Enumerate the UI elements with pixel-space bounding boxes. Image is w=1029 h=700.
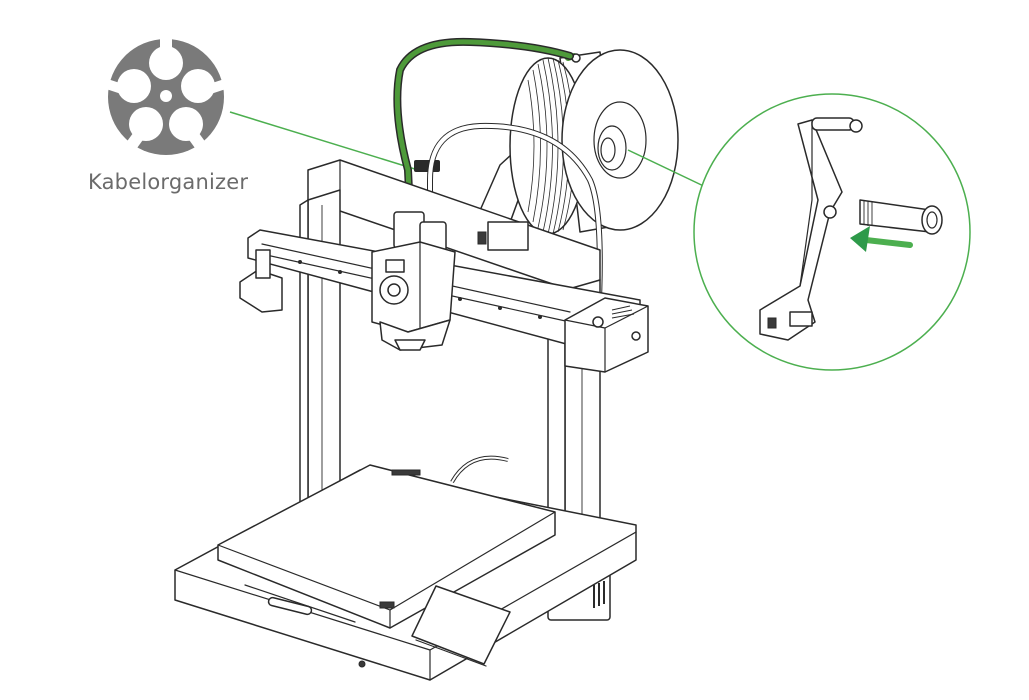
cable-loop — [428, 123, 602, 322]
spool-holder-insert-arrow-icon — [850, 226, 913, 252]
print-bed — [174, 455, 637, 681]
toolhead — [371, 211, 456, 351]
cable-organizer-icon — [106, 36, 226, 155]
filament-tube — [394, 39, 573, 215]
cable-organizer-label: Kabelorganizer — [88, 170, 249, 194]
cable-organizer-clip — [414, 160, 440, 172]
spool-holder-detail — [693, 93, 971, 371]
detail-leader-line — [627, 149, 713, 191]
callout-leader-line — [229, 111, 419, 171]
